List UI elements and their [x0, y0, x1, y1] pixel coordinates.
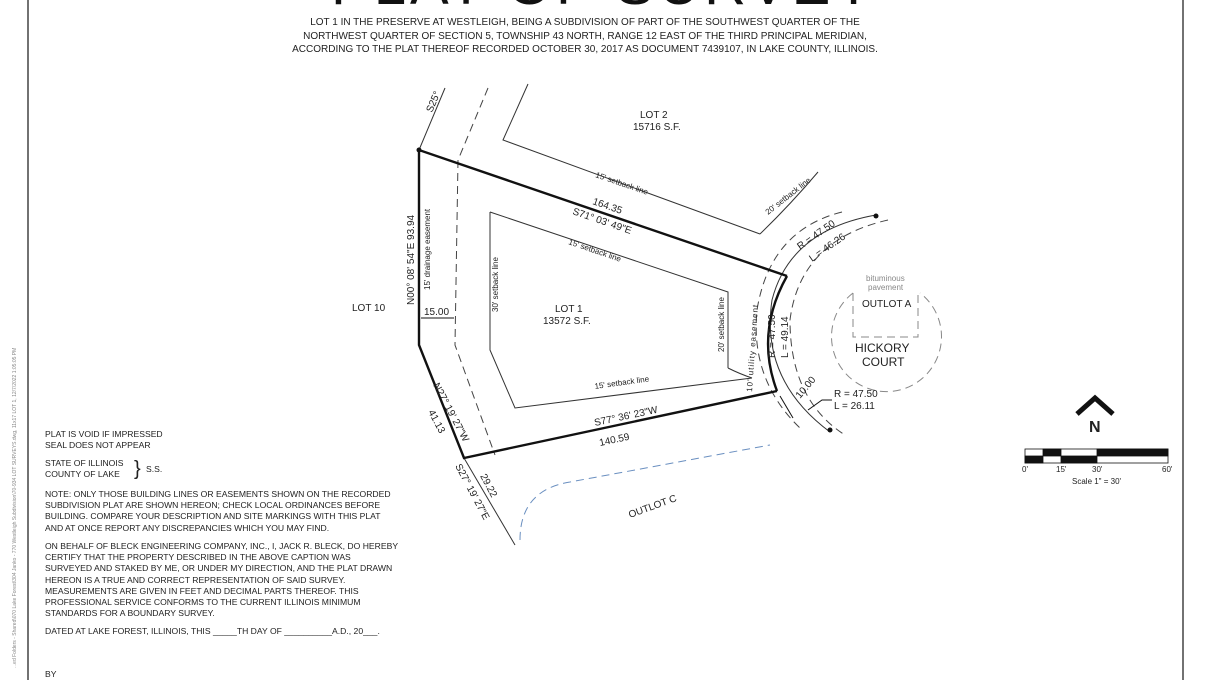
west-line-extension — [418, 87, 446, 151]
note-line: MEASUREMENTS ARE GIVEN IN FEET AND DECIM… — [45, 585, 359, 596]
note-line: NOTE: ONLY THOSE BUILDING LINES OR EASEM… — [45, 489, 391, 499]
curve3-length: L = 26.11 — [834, 401, 875, 412]
legal-description: LOT 1 IN THE PRESERVE AT WESTLEIGH, BEIN… — [0, 16, 1170, 57]
ss-label: S.S. — [146, 464, 163, 474]
cul-de-sac-outline — [831, 292, 942, 393]
s27-line — [463, 457, 516, 546]
corner-monument — [416, 147, 422, 153]
street-row-arc — [769, 214, 877, 433]
lot10-label: LOT 10 — [352, 303, 386, 314]
note-line: SEAL DOES NOT APPEAR — [45, 440, 151, 451]
inner-arc-line — [789, 219, 889, 436]
note-line: COUNTY OF LAKE — [45, 469, 120, 480]
note-line: PLAT IS VOID IF IMPRESSED — [45, 429, 163, 439]
setback-label: 15' setback line — [594, 170, 649, 197]
lot1-setback-west-south — [489, 212, 753, 409]
drainage-easement-label: 15' drainage easement — [423, 208, 432, 290]
note-line: CERTIFY THAT THE PROPERTY DESCRIBED IN T… — [45, 552, 351, 563]
dated-line: DATED AT LAKE FOREST, ILLINOIS, THIS ___… — [45, 626, 380, 636]
width-15: 15.00 — [424, 307, 449, 318]
street-name: COURT — [862, 355, 905, 369]
scale-tick: 15' — [1056, 465, 1067, 474]
lot2-area: 15716 S.F. — [633, 122, 681, 133]
outlot-c-line — [519, 444, 771, 541]
setback-label: 15' setback line — [567, 237, 622, 264]
north-arrow-icon — [1075, 394, 1115, 416]
certification: ON BEHALF OF BLECK ENGINEERING COMPANY, … — [45, 541, 398, 619]
scale-label: Scale 1" = 30' — [1072, 477, 1122, 486]
lot1-area: 13572 S.F. — [543, 316, 591, 327]
south-distance: 140.59 — [598, 432, 631, 449]
note-line: ON BEHALF OF BLECK ENGINEERING COMPANY, … — [45, 541, 399, 551]
outlot-c-label: OUTLOT C — [627, 493, 678, 521]
by-line: BY — [45, 669, 57, 679]
lot2-label: LOT 2 — [640, 110, 668, 121]
note-line: AND AT ONCE REPORT ANY DISCREPANCIES WHI… — [45, 522, 330, 533]
south-bearing: S77° 36' 23"W — [593, 405, 659, 429]
page-title: PLAT OF SURVEY — [0, 0, 1208, 14]
lot1-boundary — [417, 148, 789, 460]
lot2-setback-curve — [759, 171, 819, 235]
state-county: STATE OF ILLINOIS COUNTY OF LAKE — [45, 458, 123, 480]
note-line: STATE OF ILLINOIS — [45, 458, 124, 468]
curve3-leader — [807, 399, 832, 411]
utility-easement-line — [755, 211, 843, 429]
setback-label: 30' setback line — [491, 257, 500, 312]
scale-bar — [1024, 448, 1169, 464]
scale-tick: 30' — [1092, 465, 1103, 474]
drainage-easement-line — [454, 87, 496, 456]
caption-line: ACCORDING TO THE PLAT THEREOF RECORDED O… — [292, 44, 878, 55]
note-line: BUILDING. COMPARE YOUR DESCRIPTION AND S… — [45, 511, 381, 522]
note-line: HEREON IS A TRUE AND CORRECT REPRESENTAT… — [45, 574, 346, 585]
lot1-setback-north — [489, 211, 729, 368]
sw-distance: 41.13 — [425, 408, 447, 436]
lot1-label: LOT 1 — [555, 304, 583, 315]
setback-label: 20' setback line — [764, 175, 813, 216]
note-line: PROFESSIONAL SERVICE CONFORMS TO THE CUR… — [45, 597, 361, 608]
note-line: SUBDIVISION PLAT ARE SHOWN HEREON; CHECK… — [45, 500, 381, 511]
s25-label: S25° — [425, 90, 444, 114]
void-notice: PLAT IS VOID IF IMPRESSED SEAL DOES NOT … — [45, 429, 163, 451]
caption-line: LOT 1 IN THE PRESERVE AT WESTLEIGH, BEIN… — [310, 17, 860, 28]
scale-tick: 0' — [1022, 465, 1028, 474]
curve2-length: L = 49.14 — [780, 316, 791, 358]
street-name: HICKORY — [855, 341, 909, 355]
curve3-radius: R = 47.50 — [834, 389, 878, 400]
lot1-setback-corner — [727, 367, 753, 379]
scale-tick: 60' — [1162, 465, 1173, 474]
outlot-a-label: OUTLOT A — [862, 299, 912, 310]
lot2-line — [502, 83, 761, 235]
pavement-label: pavement — [868, 283, 904, 292]
dimension-10 — [779, 395, 794, 419]
west-bearing: N00° 08' 54"E 93.94 — [406, 214, 417, 305]
pavement-label: bituminous — [866, 274, 905, 283]
brace: } — [134, 458, 141, 480]
ordinance-note: NOTE: ONLY THOSE BUILDING LINES OR EASEM… — [45, 489, 391, 534]
note-line: STANDARDS FOR A BOUNDARY SURVEY. — [45, 608, 215, 619]
caption-line: NORTHWEST QUARTER OF SECTION 5, TOWNSHIP… — [303, 30, 867, 42]
outlot-a-outline — [852, 293, 919, 338]
note-line: SURVEYED AND STAKED BY ME, OR UNDER MY D… — [45, 563, 393, 574]
north-label: N — [1089, 419, 1101, 436]
width-10: 10.00 — [794, 374, 819, 401]
setback-label: 15' setback line — [594, 374, 650, 391]
curve2-radius: R = 47.50 — [767, 314, 778, 358]
corner-monument — [827, 427, 833, 433]
north-bearing: S71° 03' 49"E — [571, 206, 633, 237]
setback-label: 20' setback line — [717, 297, 726, 352]
corner-monument — [873, 213, 879, 219]
